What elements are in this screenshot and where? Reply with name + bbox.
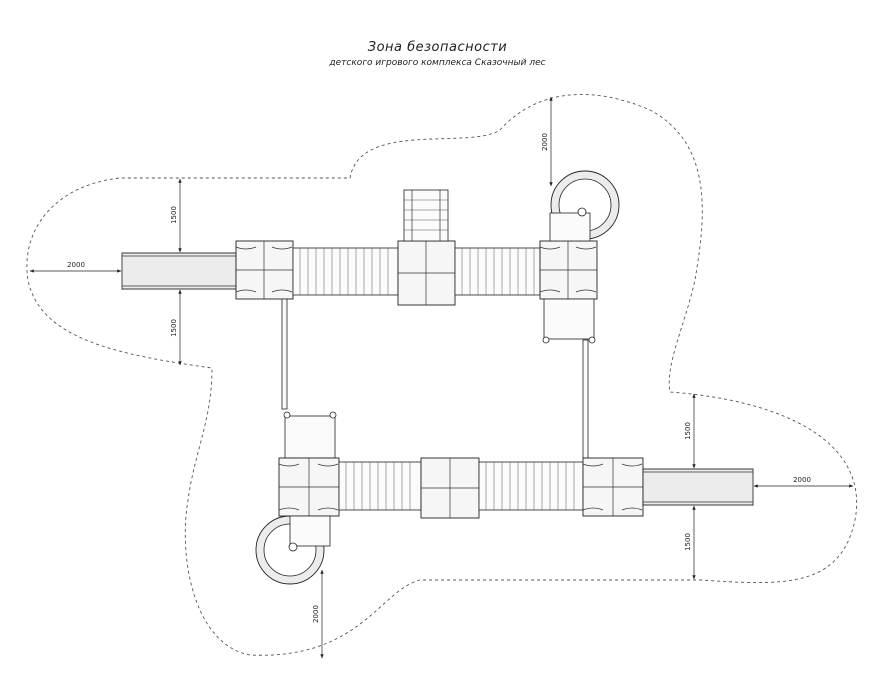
dim-label-right-upper: 1500: [684, 422, 692, 440]
bridge-lower-right: [478, 461, 584, 511]
dim-label-right-lower: 1500: [684, 533, 692, 551]
safety-zone-outline: [26, 94, 857, 656]
dim-label-left-lower: 1500: [170, 319, 178, 337]
dim-label-slide-left: 2000: [67, 261, 85, 269]
spiral-slide-upper: [549, 170, 620, 242]
drawing-title: Зона безопасности: [367, 40, 508, 55]
bridge-lower-left: [338, 461, 422, 511]
tower-upper-left: [235, 240, 294, 300]
bridge-upper-right: [454, 247, 541, 296]
connector-pipe-left: [281, 298, 288, 410]
drawing-subtitle: детского игрового комплекса Сказочный ле…: [329, 58, 546, 68]
connector-pipe-right: [582, 339, 589, 459]
platform-upper-right: [542, 298, 596, 344]
platform-lower-left: [283, 411, 337, 459]
tower-lower-center: [420, 457, 480, 519]
tower-upper-right: [539, 240, 598, 300]
dim-label-spiral-bottom: 2000: [312, 605, 320, 623]
tower-lower-left: [278, 457, 340, 517]
ladder-upper: [403, 189, 449, 242]
slide-upper-left: [121, 252, 237, 290]
bridge-upper-left: [292, 247, 399, 296]
tower-upper-center: [397, 240, 456, 306]
spiral-slide-lower: [255, 515, 331, 585]
tower-lower-right: [582, 457, 644, 517]
dim-label-left-upper: 1500: [170, 206, 178, 224]
dim-label-slide-right: 2000: [793, 476, 811, 484]
dim-label-spiral-top: 2000: [541, 133, 549, 151]
slide-lower-right: [642, 468, 754, 506]
